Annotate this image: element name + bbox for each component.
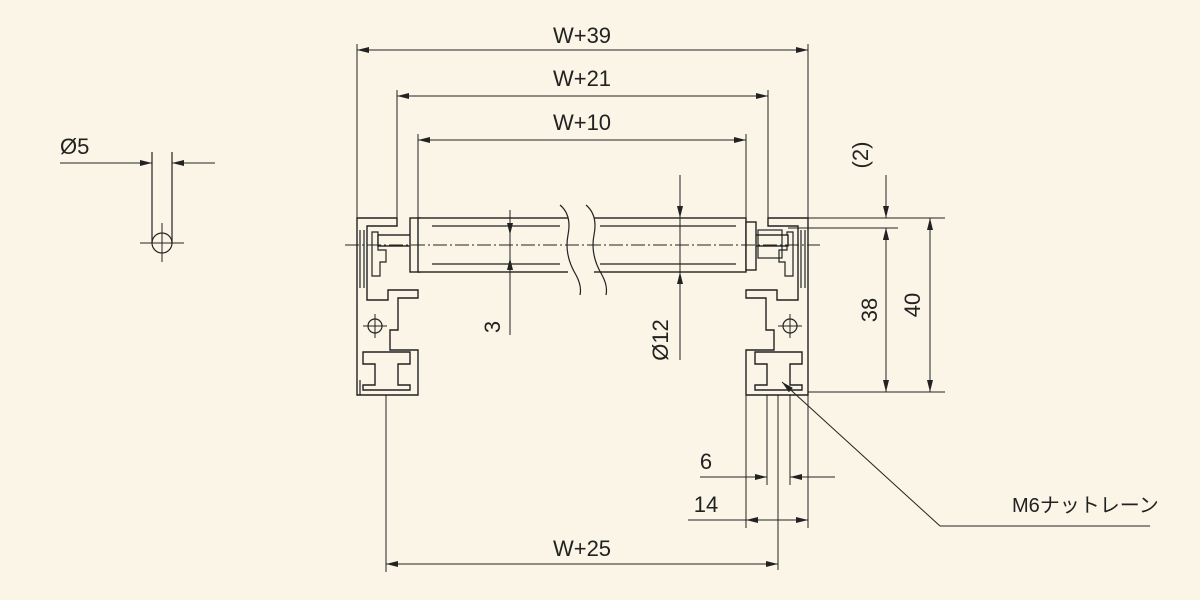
roller-diameter-dimension: Ø12 [648, 175, 683, 361]
pin-detail: Ø5 [60, 134, 215, 262]
nut-lane-label: M6ナットレーン [1012, 495, 1159, 517]
roller-offset-dimension: 3 [480, 210, 513, 335]
top-width-dimensions: W+39 W+21 W+10 [356, 23, 809, 222]
mount-width-label: W+25 [553, 536, 611, 561]
bottom-detail-dimensions: 6 14 [688, 395, 835, 570]
total-height-label: 40 [900, 293, 925, 317]
overall-width-label: W+39 [553, 23, 611, 48]
right-frame-profile [745, 217, 809, 396]
height-dimensions: (2) 38 40 [788, 142, 945, 393]
roller-offset-label: 3 [480, 321, 505, 333]
frame-width-label: W+21 [553, 66, 611, 91]
nut-lane-callout: M6ナットレーン [781, 381, 1159, 527]
left-frame-profile [356, 217, 419, 396]
clearance-label: (2) [848, 142, 873, 169]
roller-height-label: 38 [857, 298, 882, 322]
flange-width-label: 14 [694, 492, 718, 517]
roller-diameter-label: Ø12 [648, 319, 673, 361]
roller-width-label: W+10 [553, 110, 611, 135]
pin-diameter-label: Ø5 [60, 134, 89, 159]
mount-width-dimension: W+25 [385, 395, 778, 572]
roller-assembly [345, 204, 820, 296]
slot-width-label: 6 [700, 449, 712, 474]
